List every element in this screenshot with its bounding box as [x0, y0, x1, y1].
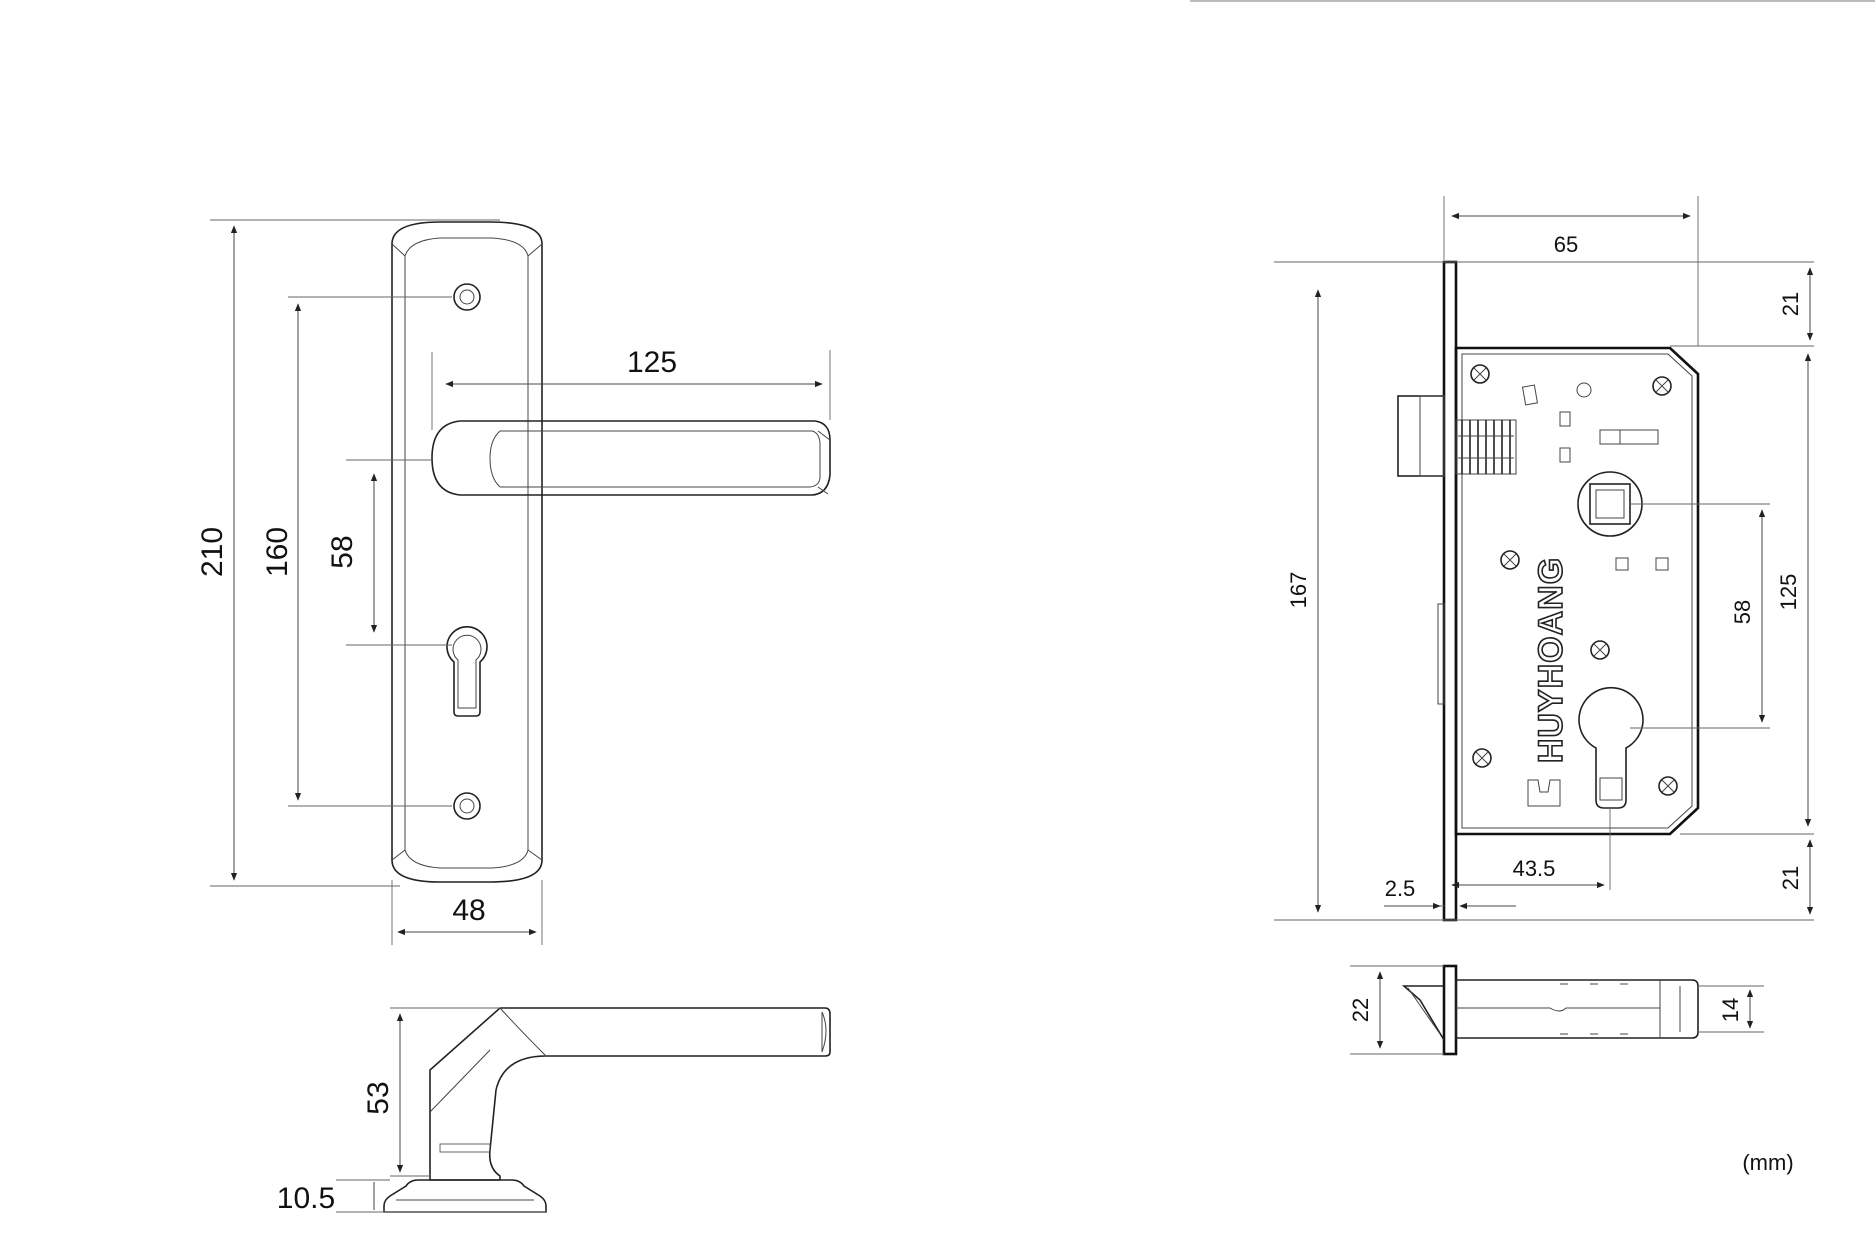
dim-screw-spacing: 160: [261, 527, 294, 577]
handle-side-view: 53 10.5: [277, 1007, 831, 1215]
handle-front-view: 210 160 58 125 48: [196, 219, 831, 945]
side-faceplate: [1442, 964, 1458, 1056]
unit-note: (mm): [1742, 1150, 1793, 1175]
bottom-screw-hole: [453, 792, 481, 820]
dim-faceplate-width: 22: [1348, 998, 1373, 1022]
dim-lever-length: 125: [627, 346, 677, 379]
dim-top-offset: 21: [1778, 292, 1803, 316]
dim-hole-spacing: 125: [1776, 574, 1801, 611]
cylinder-hole: [1578, 687, 1644, 809]
side-label-band: [439, 1143, 491, 1153]
backplate-inner: [404, 237, 529, 869]
dim-handle-center: 58: [326, 535, 359, 568]
dim-center-distance: 58: [1730, 600, 1755, 624]
keyhole: [446, 626, 488, 717]
dim-lever-side-height: 53: [362, 1081, 395, 1114]
backplate-outline: [391, 221, 543, 883]
dim-plate-width: 48: [452, 894, 485, 927]
lever-side-profile: [429, 1007, 831, 1181]
lever-handle: [431, 420, 831, 496]
lock-body-view: HUYHOANG 65 21 21 125 58 167: [1274, 196, 1814, 922]
latch-spring: [1455, 419, 1517, 475]
top-screw-hole: [453, 283, 481, 311]
dim-handle-height: 210: [196, 527, 229, 577]
faceplate: [1442, 260, 1458, 922]
dim-bottom-offset: 21: [1778, 866, 1803, 890]
cam-notch: [1527, 779, 1561, 807]
dim-cylinder-backset: 43.5: [1513, 856, 1556, 881]
side-case: [1455, 979, 1699, 1039]
rose-base: [383, 1179, 547, 1213]
case-screws: [1470, 364, 1678, 796]
dim-faceplate-thickness: 2.5: [1385, 876, 1416, 901]
lock-side-view: 22 14: [1348, 964, 1764, 1056]
dim-backset: 65: [1554, 232, 1578, 257]
deadbolt-slot: [1437, 603, 1445, 705]
dim-case-height: 167: [1286, 572, 1311, 609]
dim-case-thickness: 14: [1718, 998, 1743, 1022]
brand-text: HUYHOANG: [1532, 557, 1570, 763]
latch-bolt: [1397, 395, 1445, 477]
dim-rose-thickness: 10.5: [277, 1182, 335, 1215]
lock-case: [1454, 346, 1700, 836]
